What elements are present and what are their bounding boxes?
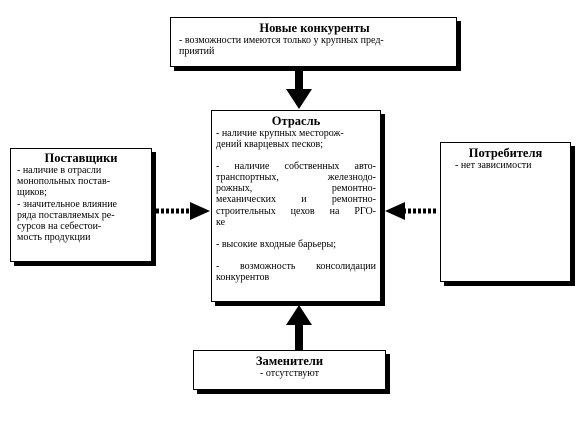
consumers-title: Потребителя bbox=[468, 146, 543, 160]
suppliers-line-3: щиков; bbox=[17, 187, 47, 199]
box-suppliers: Поставщики - наличие в отрасли монопольн… bbox=[10, 148, 152, 262]
industry-line-6: механических и ремонтно- bbox=[216, 194, 376, 206]
industry-line-11: конкурентов bbox=[216, 271, 270, 283]
industry-line-8: ке bbox=[216, 216, 226, 228]
suppliers-line-5: ряда поставляемых ре- bbox=[17, 209, 115, 221]
box-industry: Отрасль - наличие крупных месторож- дени… bbox=[211, 110, 381, 302]
suppliers-line-2: монопольных постав- bbox=[17, 176, 111, 188]
industry-title: Отрасль bbox=[271, 114, 321, 128]
suppliers-line-4: - значительное влияние bbox=[17, 198, 117, 210]
industry-line-5: рожных, ремонтно- bbox=[216, 183, 376, 195]
competitors-title: Новые конкуренты bbox=[259, 21, 370, 35]
industry-line-4: транспортных, железнодо- bbox=[216, 172, 376, 184]
industry-line-9: - высокие входные барьеры; bbox=[216, 238, 337, 250]
substitutes-line-1: - отсутствуют bbox=[260, 368, 319, 379]
industry-line-10: - возможность консолидации bbox=[216, 260, 376, 272]
industry-line-1: - наличие крупных месторож- bbox=[216, 128, 344, 139]
competitors-line-2: приятий bbox=[179, 46, 215, 58]
industry-line-7: строительных цехов на РГО- bbox=[216, 205, 376, 217]
competitors-line-1: - возможности имеются только у крупных п… bbox=[179, 35, 384, 46]
arrow-competitors-to-industry bbox=[286, 70, 312, 109]
substitutes-title: Заменители bbox=[255, 354, 324, 368]
industry-line-3: - наличие собственных авто- bbox=[216, 161, 376, 173]
arrow-suppliers-to-industry bbox=[156, 202, 210, 220]
arrow-substitutes-to-industry bbox=[286, 305, 312, 350]
box-new-competitors: Новые конкуренты - возможности имеются т… bbox=[170, 17, 457, 67]
suppliers-line-7: мость продукции bbox=[17, 232, 91, 244]
box-consumers: Потребителя - нет зависимости bbox=[440, 142, 571, 282]
consumers-line-1: - нет зависимости bbox=[455, 160, 532, 171]
suppliers-title: Поставщики bbox=[44, 151, 118, 165]
arrow-consumers-to-industry bbox=[385, 202, 438, 220]
box-substitutes: Заменители - отсутствуют bbox=[193, 350, 386, 390]
industry-line-2: дений кварцевых песков; bbox=[216, 139, 324, 151]
suppliers-line-6: сурсов на себестои- bbox=[17, 221, 102, 233]
suppliers-line-1: - наличие в отрасли bbox=[17, 165, 102, 176]
